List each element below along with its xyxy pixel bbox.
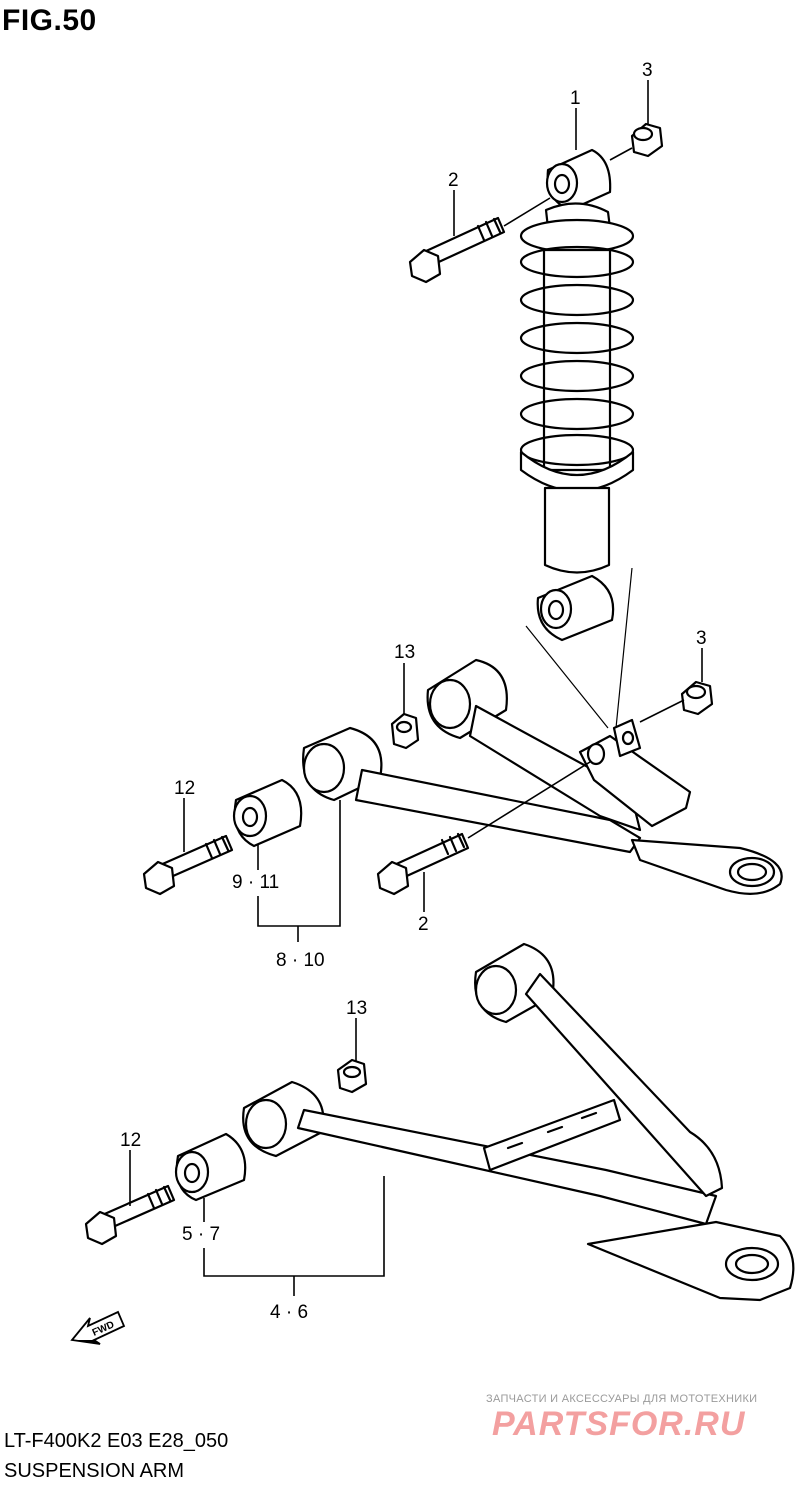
callout-12-upper: 12 (174, 778, 195, 799)
upper-arm-collar[interactable] (232, 778, 303, 848)
watermark-caption: ЗАПЧАСТИ И АКСЕССУАРЫ ДЛЯ МОТОТЕХНИКИ (486, 1393, 758, 1405)
nut-lower-arm[interactable] (336, 1058, 368, 1094)
bolt-shock-lower[interactable] (376, 832, 470, 896)
bolt-top[interactable] (408, 216, 506, 284)
bolt-lower-arm[interactable] (84, 1184, 176, 1246)
fwd-arrow-icon: FWD (70, 1310, 126, 1345)
callout-13-upper: 13 (394, 642, 415, 663)
diagram-code: LT-F400K2 E03 E28_050 (4, 1430, 229, 1452)
shock-absorber[interactable] (519, 148, 635, 642)
callout-4-6: 4 · 6 (270, 1302, 308, 1323)
callout-12-lower: 12 (120, 1130, 141, 1151)
figure-title: FIG.50 (2, 4, 97, 37)
nut-shock-lower[interactable] (680, 680, 714, 716)
callout-1: 1 (570, 88, 581, 109)
callout-9-11: 9 · 11 (232, 872, 279, 893)
bolt-upper-arm[interactable] (142, 834, 234, 896)
callout-3-mid: 3 (696, 628, 707, 649)
callout-8-10: 8 · 10 (276, 950, 325, 971)
callout-5-7: 5 · 7 (182, 1224, 220, 1245)
callout-2-top: 2 (448, 170, 459, 191)
nut-top[interactable] (630, 122, 664, 158)
callout-13-lower: 13 (346, 998, 367, 1019)
watermark-logo: PARTSFOR.RU (492, 1405, 746, 1443)
upper-suspension-arm[interactable] (302, 658, 783, 895)
callout-2-mid: 2 (418, 914, 429, 935)
diagram-title: SUSPENSION ARM (4, 1460, 185, 1482)
lower-suspension-arm[interactable] (242, 942, 795, 1302)
nut-upper-arm[interactable] (390, 712, 420, 750)
callout-3-top: 3 (642, 60, 653, 81)
lower-arm-collar[interactable] (174, 1132, 247, 1202)
